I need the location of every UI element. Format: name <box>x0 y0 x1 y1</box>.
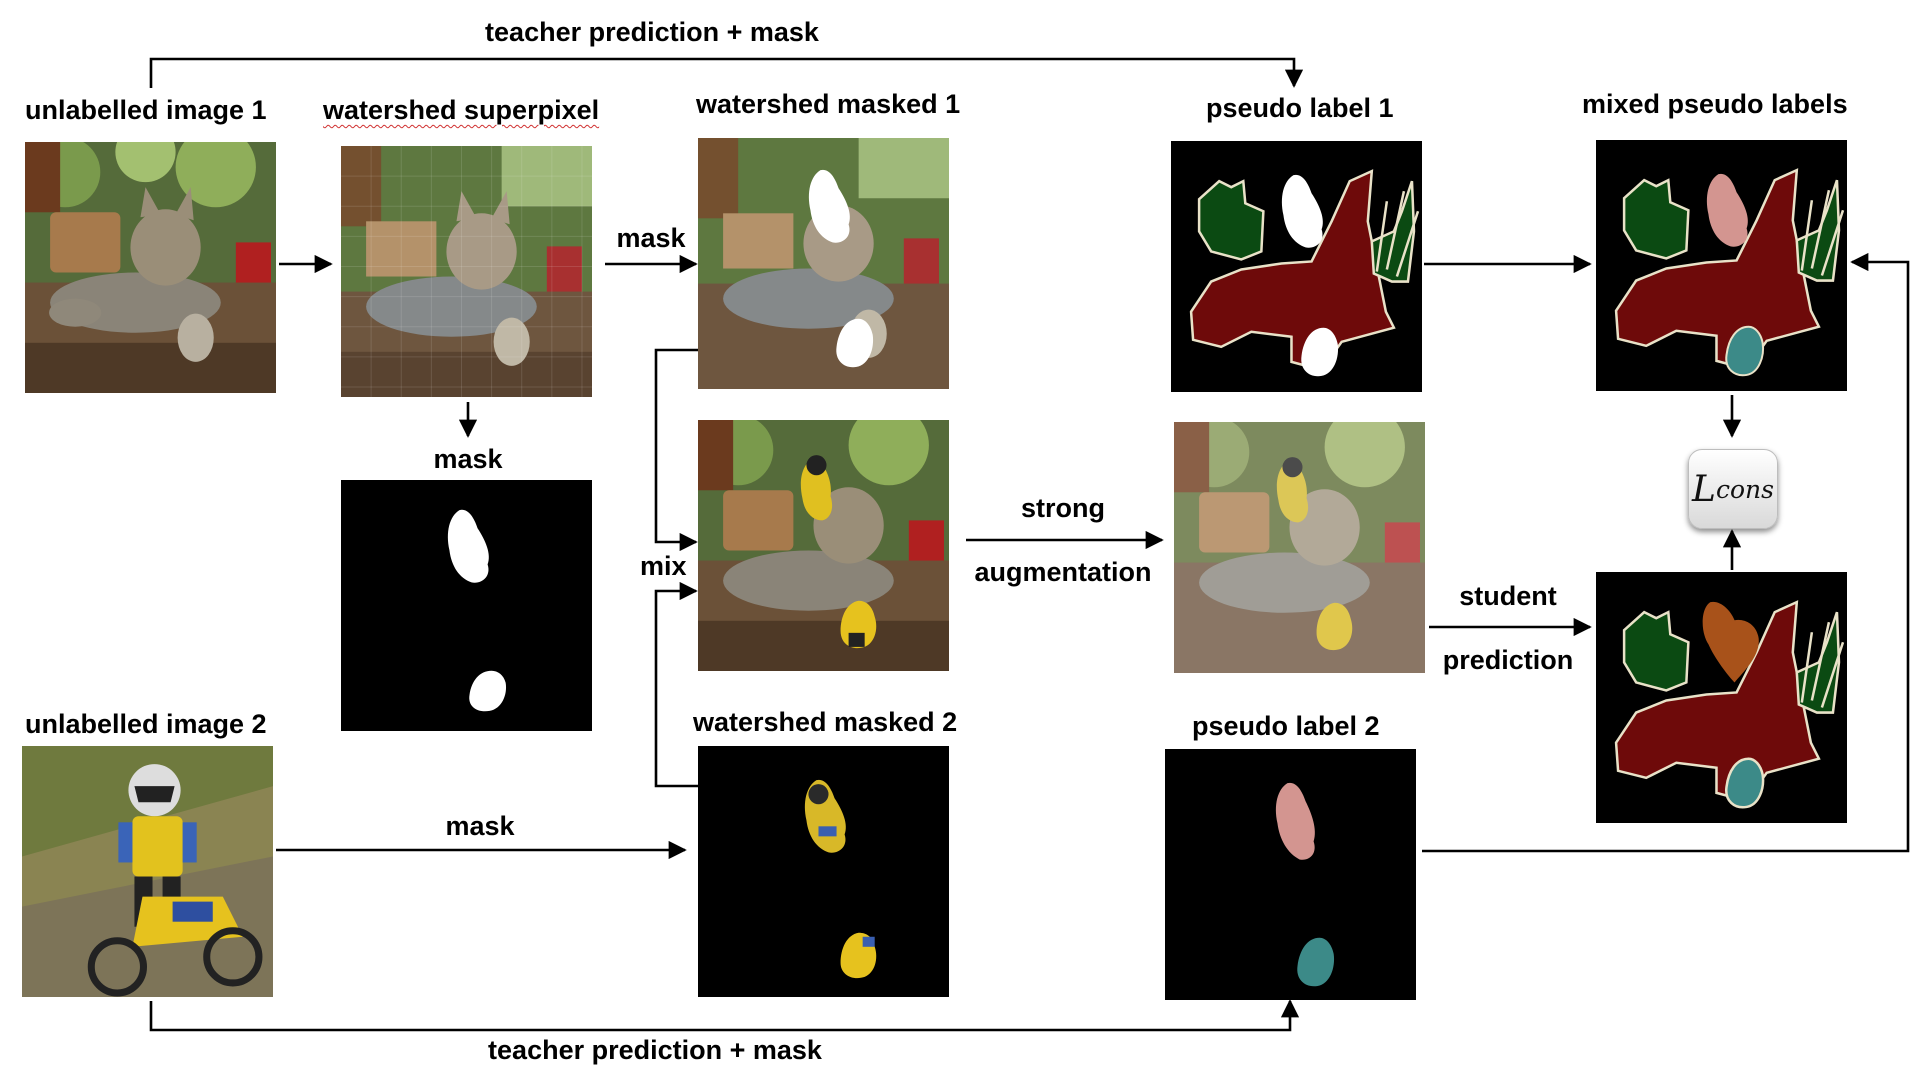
watershed-masked-2-image <box>698 746 949 997</box>
prediction-label: prediction <box>1442 645 1574 675</box>
loss-subscript: cons <box>1715 474 1774 504</box>
loss-symbol: L <box>1692 468 1716 510</box>
unlabelled-image-1-label: unlabelled image 1 <box>25 95 267 125</box>
unlabelled-image-2 <box>22 746 273 997</box>
student-prediction-image <box>1596 572 1847 823</box>
teacher-bottom-arrow <box>149 999 1300 1032</box>
strong-label: strong <box>1021 493 1105 523</box>
teacher-prediction-top-label: teacher prediction + mask <box>485 17 819 47</box>
unlabelled-image-2-label: unlabelled image 2 <box>25 709 267 739</box>
mask-label-image2: mask <box>445 811 515 841</box>
watershed-superpixel-label: watershed superpixel <box>323 94 599 126</box>
arrow-masked1-to-mixed <box>654 348 698 552</box>
mix-label: mix <box>640 551 687 581</box>
mixed-pseudo-labels-label: mixed pseudo labels <box>1582 89 1848 119</box>
unlabelled-image-1 <box>25 142 276 393</box>
pseudo-label-1-label: pseudo label 1 <box>1206 93 1394 123</box>
pseudo-label-1-image <box>1171 141 1422 392</box>
watershed-masked-1-image <box>698 138 949 389</box>
mask-label-superpixel-to-masked1: mask <box>616 223 686 253</box>
mixed-pseudo-labels-image <box>1596 140 1847 391</box>
pseudo-label-2-label: pseudo label 2 <box>1192 711 1380 741</box>
watershed-superpixel-text: watershed superpixel <box>323 95 600 125</box>
mask-label-under-superpixel: mask <box>433 444 503 474</box>
arrow-pseudo2-to-mixed-labels <box>1422 252 1910 853</box>
pseudo-label-2-image <box>1165 749 1416 1000</box>
teacher-prediction-bottom-label: teacher prediction + mask <box>488 1035 822 1065</box>
watershed-masked-1-label: watershed masked 1 <box>696 89 961 119</box>
mixed-image <box>698 420 949 671</box>
binary-mask-image <box>341 480 592 731</box>
arrow-masked2-to-mixed <box>654 581 698 788</box>
student-label: student <box>1459 581 1557 611</box>
teacher-top-arrow <box>149 57 1304 88</box>
strong-augmented-image <box>1174 422 1425 673</box>
augmentation-label: augmentation <box>974 557 1152 587</box>
watershed-superpixel-image <box>341 146 592 397</box>
watershed-masked-2-label: watershed masked 2 <box>693 707 958 737</box>
